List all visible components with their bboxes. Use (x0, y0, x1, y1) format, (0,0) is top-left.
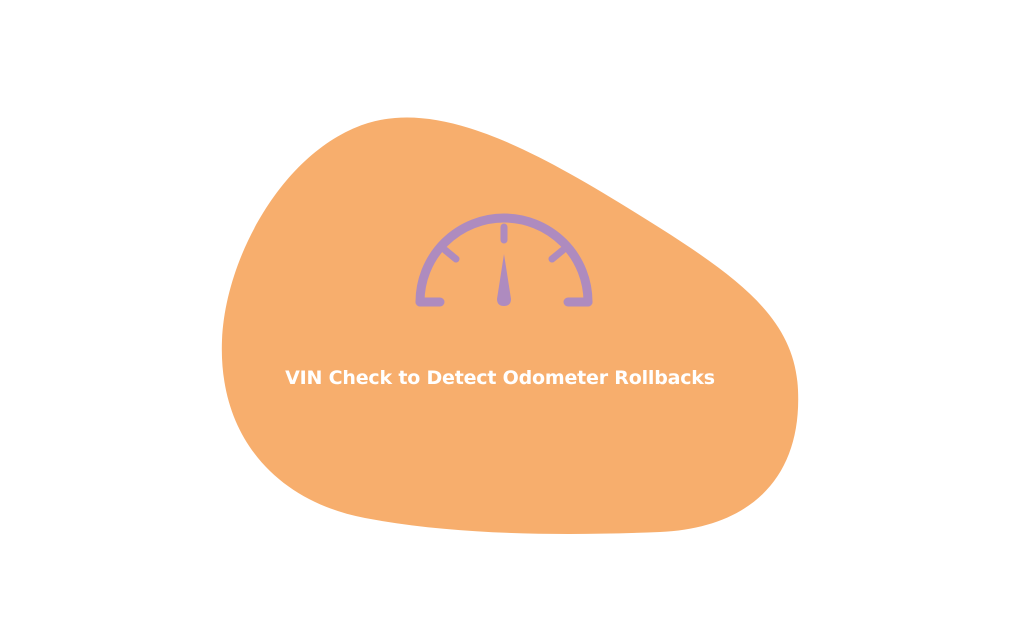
gauge-tick-left (441, 246, 460, 263)
gauge-needle (497, 254, 511, 306)
headline: VIN Check to Detect Odometer Rollbacks (285, 367, 715, 389)
gauge-arc (415, 213, 593, 307)
gauge-tick-right (548, 246, 567, 263)
speedometer-icon (415, 213, 593, 307)
decorative-blob (221, 117, 799, 534)
